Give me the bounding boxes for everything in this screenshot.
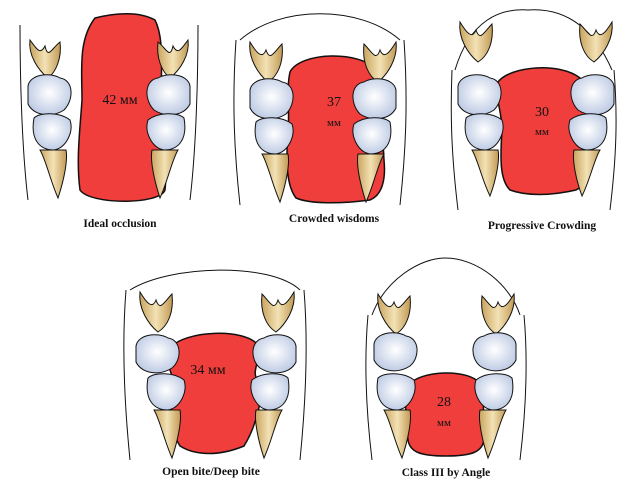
caption-progressive-crowding: Progressive Crowding — [488, 220, 596, 232]
measurement-unit: мм — [535, 126, 549, 138]
caption-crowded-wisdoms: Crowded wisdoms — [289, 213, 379, 225]
upper-left-tooth — [250, 42, 293, 202]
panel-class-iii-by-angle: 28 мм — [366, 258, 526, 460]
upper-left-tooth — [458, 22, 503, 196]
panel-crowded-wisdoms: 37 мм — [234, 14, 406, 205]
measurement-unit: мм — [327, 117, 341, 129]
measurement-value: 37 — [327, 95, 341, 110]
measurement-value: 42 мм — [102, 93, 137, 108]
measurement-value: 28 — [437, 395, 451, 410]
panel-open-bite-deep-bite: 34 мм — [124, 270, 306, 460]
measurement-value: 34 мм — [190, 363, 225, 378]
measurement-value: 30 — [535, 105, 549, 120]
upper-right-tooth — [251, 292, 296, 458]
upper-left-tooth — [28, 40, 71, 198]
panel-progressive-crowding: 30 мм — [451, 10, 616, 210]
caption-open-bite-deep-bite: Open bite/Deep bite — [162, 466, 260, 478]
airway-shape — [406, 373, 484, 456]
panel-ideal-occlusion: 42 мм — [20, 14, 198, 202]
caption-ideal-occlusion: Ideal occlusion — [83, 218, 156, 230]
caption-class-iii-by-angle: Class III by Angle — [402, 467, 491, 479]
measurement-unit: мм — [437, 417, 451, 429]
